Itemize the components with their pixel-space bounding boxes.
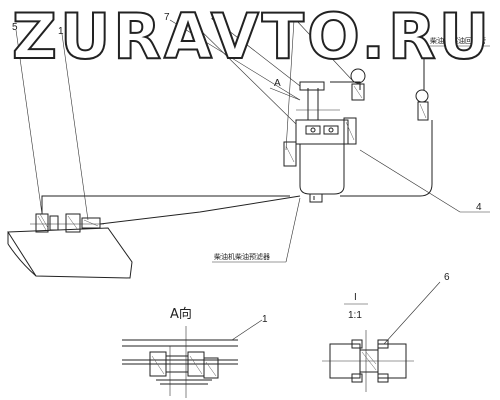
callout-4: 4 [476,202,482,213]
label-return-line: 柴油机燃油回油管 [430,36,486,45]
section-i-number: I [354,292,357,303]
callout-2: 2 [292,12,298,23]
tank-fittings [30,213,104,233]
return-fitting [415,58,429,121]
callout-3: 3 [211,12,217,23]
fuel-tank [7,227,133,279]
label-fuel-filter: 柴油机柴油预滤器 [214,252,270,261]
callout-9: 9 [272,12,278,23]
view-a-callout: 1 [262,314,268,325]
section-i-title: I 1:1 [344,292,368,321]
filter-assembly [283,81,361,203]
leader-lines [15,19,490,263]
section-i-scale: 1:1 [348,310,362,321]
fuel-lines [41,120,433,225]
arrow-a-label: A [274,78,281,89]
site-watermark: ZURAVTO.RU [11,0,493,74]
callout-1: 1 [58,26,64,37]
callout-8: 8 [186,12,192,23]
section-i-drawing [322,281,441,392]
view-a-drawing [122,319,263,398]
top-valve [350,68,366,101]
view-a-title: A向 [170,306,192,322]
callout-6: 6 [444,272,450,283]
callout-5: 5 [12,22,18,33]
callout-7: 7 [164,12,170,23]
